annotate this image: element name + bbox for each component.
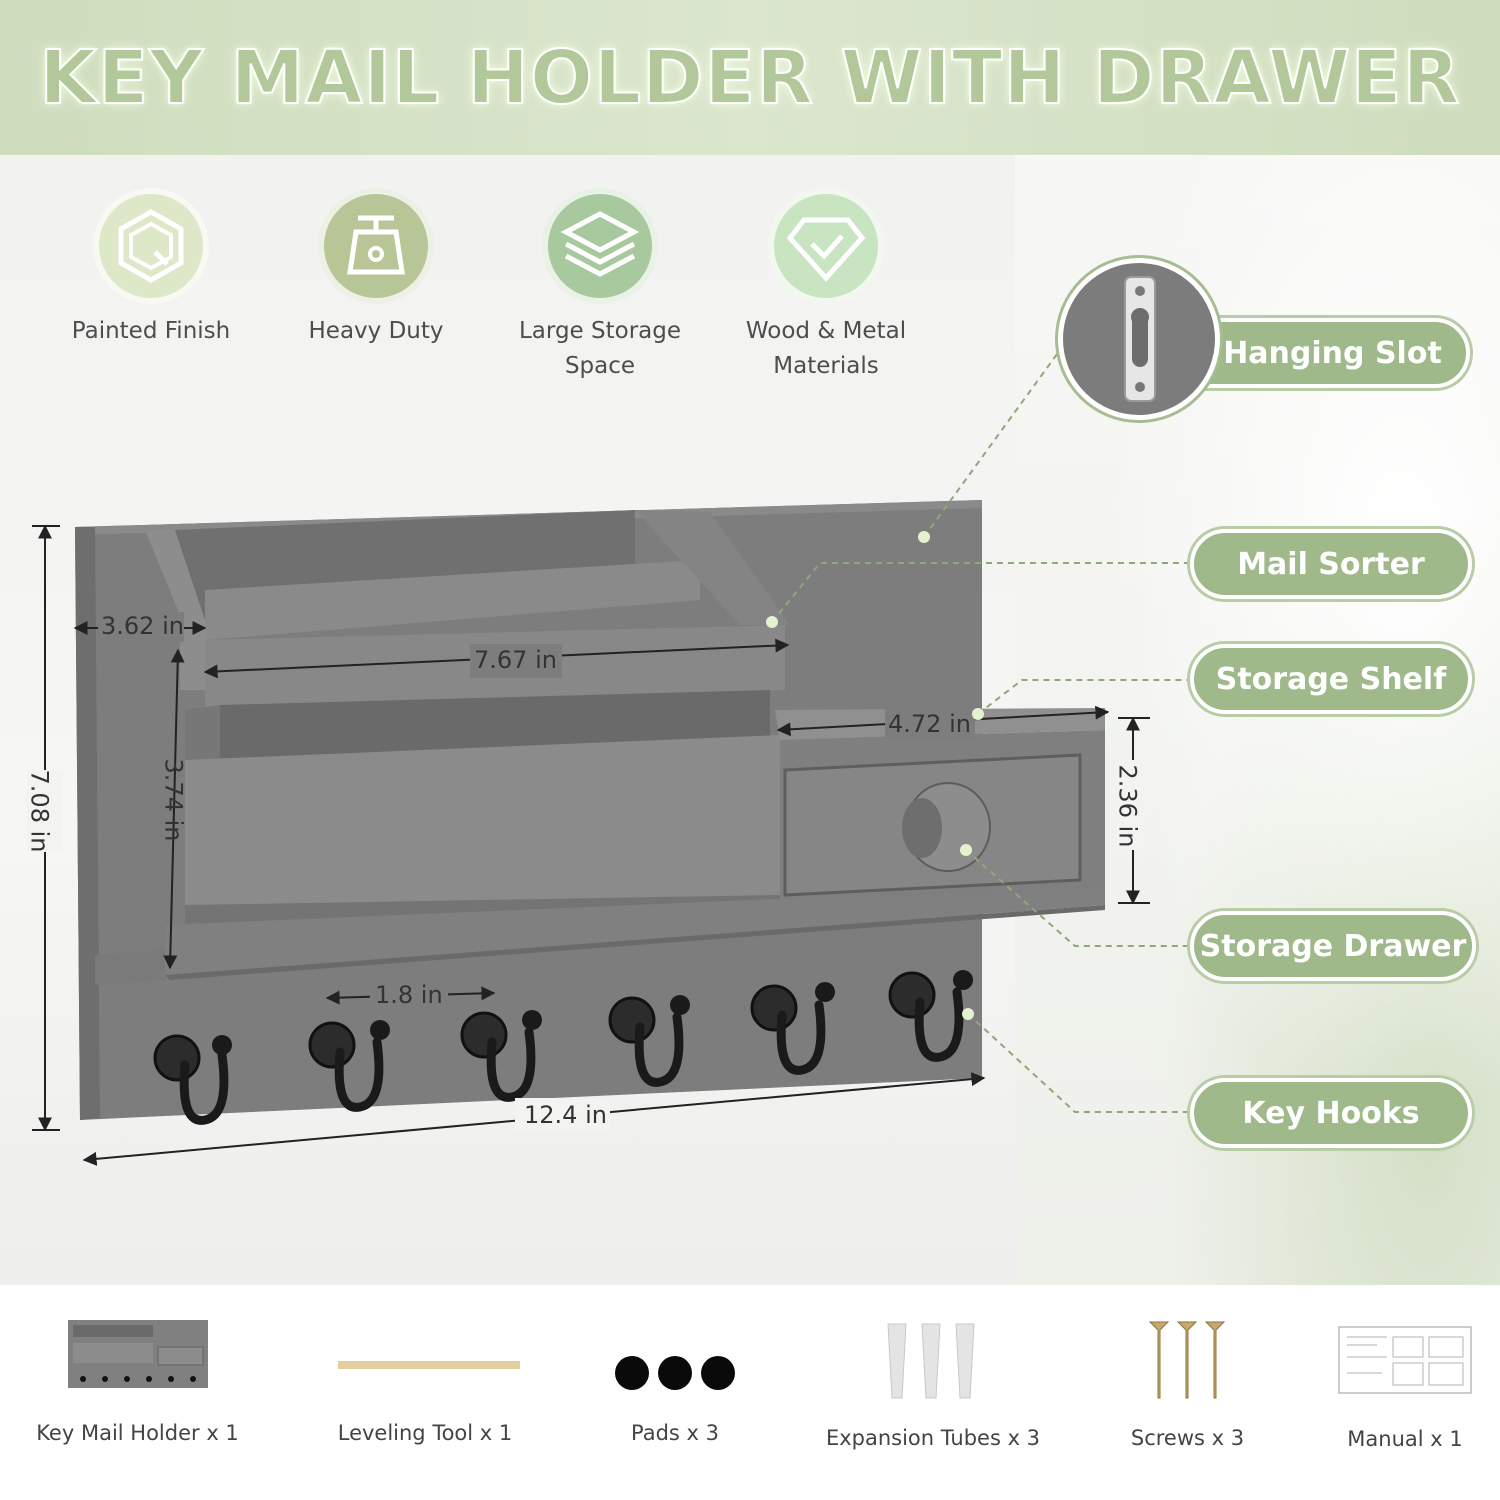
package-item: Screws x 3: [1115, 1320, 1260, 1450]
package-item-label: Key Mail Holder x 1: [36, 1421, 239, 1445]
dimension-shelf-width: 4.72 in: [888, 710, 971, 738]
key-mail-holder-icon: [67, 1320, 208, 1388]
dimension-shelf-height: 2.36 in: [1113, 764, 1142, 848]
diamond-check-icon: [768, 188, 884, 304]
package-item-label: Screws x 3: [1130, 1426, 1245, 1450]
title-band: KEY MAIL HOLDER WITH DRAWER: [0, 0, 1500, 155]
feature-label: Heavy Duty: [308, 318, 444, 344]
callout-key-hooks: Key Hooks: [1190, 1078, 1472, 1148]
hook: [608, 995, 690, 1087]
hook: [888, 970, 973, 1062]
dimension-total-width: 12.4 in: [524, 1101, 607, 1129]
callout-mail-sorter: Mail Sorter: [1190, 529, 1472, 599]
package-item-label: Leveling Tool x 1: [337, 1421, 513, 1445]
package-item: Key Mail Holder x 1: [30, 1315, 245, 1445]
stacked-layers-icon: [542, 188, 658, 304]
package-item: Manual x 1: [1330, 1325, 1480, 1451]
screws-icon: [1148, 1321, 1225, 1399]
dimension-mail-height: 3.74 in: [159, 758, 188, 842]
package-item-label: Manual x 1: [1347, 1427, 1463, 1451]
dimension-height-total: 7.08 in: [25, 769, 54, 853]
package-item-label: Expansion Tubes x 3: [825, 1426, 1041, 1450]
package-item: Pads x 3: [600, 1315, 750, 1445]
feature-painted-finish: Painted Finish: [41, 188, 261, 349]
feature-label: Painted Finish: [71, 318, 231, 344]
feature-large-storage: Large Storage Space: [490, 188, 710, 384]
package-item: Expansion Tubes x 3: [822, 1320, 1044, 1450]
package-contents: Key Mail Holder x 1 Leveling Tool x 1 Pa…: [0, 1285, 1500, 1500]
callout-storage-drawer: Storage Drawer: [1190, 911, 1476, 981]
package-item-label: Pads x 3: [631, 1421, 719, 1445]
scale-weight-icon: [318, 188, 434, 304]
hanging-bracket-icon: [1124, 276, 1156, 402]
feature-wood-metal: Wood & Metal Materials: [716, 188, 936, 384]
hook: [750, 982, 835, 1075]
dimension-mail-width: 7.67 in: [474, 646, 557, 674]
pads-icon: [615, 1356, 735, 1390]
expansion-tubes-icon: [887, 1323, 975, 1399]
hanging-slot-closeup: [1058, 258, 1220, 420]
dimension-hook-spacing: 1.8 in: [375, 981, 443, 1009]
leveling-tool-icon: [338, 1361, 520, 1369]
storage-drawer: [775, 708, 1105, 900]
feature-label: Wood & Metal Materials: [745, 318, 907, 379]
leader-lines: [771, 349, 1190, 1113]
page-title: KEY MAIL HOLDER WITH DRAWER: [38, 34, 1461, 122]
feature-label: Large Storage Space: [518, 318, 681, 379]
feature-heavy-duty: Heavy Duty: [266, 188, 486, 349]
manual-icon: [1338, 1326, 1472, 1394]
hexagon-q-icon: [93, 188, 209, 304]
package-item: Leveling Tool x 1: [325, 1315, 525, 1445]
dimension-mail-depth: 3.62 in: [101, 612, 184, 640]
callout-storage-shelf: Storage Shelf: [1190, 644, 1472, 714]
